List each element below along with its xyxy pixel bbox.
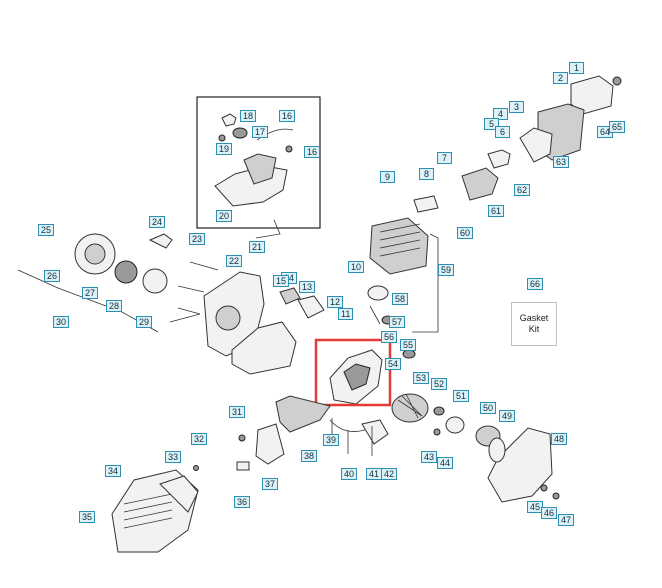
callout-label: 33	[165, 451, 182, 463]
callout-label: 16	[279, 110, 296, 122]
gasket-kit-box: Gasket Kit	[511, 302, 557, 346]
callout-label: 47	[558, 514, 575, 526]
gasket-kit-line1: Gasket	[519, 313, 549, 323]
callout-label: 45	[527, 501, 544, 513]
callout-label: 43	[421, 451, 438, 463]
callout-label: 62	[514, 184, 531, 196]
callout-label: 13	[299, 281, 316, 293]
callout-label: 34	[105, 465, 122, 477]
callout-label: 32	[191, 433, 208, 445]
callout-label: 6	[495, 126, 510, 138]
callout-label: 46	[541, 507, 558, 519]
callout-label: 37	[262, 478, 279, 490]
air-filter-assembly	[461, 75, 622, 201]
callout-label: 4	[493, 108, 508, 120]
callout-label: 42	[381, 468, 398, 480]
crankcase-highlighted	[314, 338, 392, 407]
callout-label: 55	[400, 339, 417, 351]
callout-label: 12	[327, 296, 344, 308]
callout-label: 52	[431, 378, 448, 390]
callout-label: 15	[273, 275, 290, 287]
callout-label: 61	[488, 205, 505, 217]
leader-lines	[255, 219, 439, 456]
callout-label: 29	[136, 316, 153, 328]
callout-label: 1	[569, 62, 584, 74]
callout-label: 53	[413, 372, 430, 384]
cylinder-assembly	[367, 195, 439, 359]
callout-label: 17	[252, 126, 269, 138]
callout-label: 20	[216, 210, 233, 222]
callout-label: 36	[234, 496, 251, 508]
gasket-kit-line2: Kit	[528, 324, 540, 334]
callout-label: 59	[438, 264, 455, 276]
callout-label: 3	[509, 101, 524, 113]
callout-label: 25	[38, 224, 55, 236]
callout-label: 24	[149, 216, 166, 228]
callout-label: 11	[338, 308, 354, 320]
engine-housing	[203, 271, 325, 375]
callout-label: 40	[341, 468, 358, 480]
callout-label: 30	[53, 316, 70, 328]
callout-label: 44	[437, 457, 454, 469]
callout-label: 26	[44, 270, 61, 282]
callout-label: 7	[437, 152, 452, 164]
callout-label: 50	[480, 402, 497, 414]
callout-label: 23	[189, 233, 206, 245]
callout-label: 21	[249, 241, 266, 253]
clutch-housing	[475, 425, 560, 503]
callout-label: 60	[457, 227, 474, 239]
callout-label: 22	[226, 255, 243, 267]
highlight-box	[314, 338, 392, 407]
callout-label: 38	[301, 450, 318, 462]
callout-label: 10	[348, 261, 365, 273]
callout-label: 65	[609, 121, 626, 133]
callout-label: 39	[323, 434, 340, 446]
starter-assembly	[17, 233, 219, 333]
callout-label: 27	[82, 287, 99, 299]
callout-label: 51	[453, 390, 470, 402]
callout-label: 48	[551, 433, 568, 445]
lower-parts	[193, 393, 465, 471]
callout-label: 54	[385, 358, 402, 370]
callout-label: 66	[527, 278, 544, 290]
callout-label: 9	[380, 171, 395, 183]
callout-label: 58	[392, 293, 409, 305]
bottom-shroud	[111, 469, 199, 553]
callout-label: 41	[366, 468, 383, 480]
callout-label: 2	[553, 72, 568, 84]
callout-label: 16	[304, 146, 321, 158]
callout-label: 56	[381, 331, 398, 343]
callout-label: 49	[499, 410, 516, 422]
inset-parts	[214, 113, 294, 207]
callout-label: 57	[389, 316, 406, 328]
callout-label: 18	[240, 110, 257, 122]
callout-label: 19	[216, 143, 233, 155]
callout-label: 31	[229, 406, 246, 418]
callout-label: 8	[419, 168, 434, 180]
callout-label: 35	[79, 511, 96, 523]
callout-label: 63	[553, 156, 570, 168]
callout-label: 28	[106, 300, 123, 312]
